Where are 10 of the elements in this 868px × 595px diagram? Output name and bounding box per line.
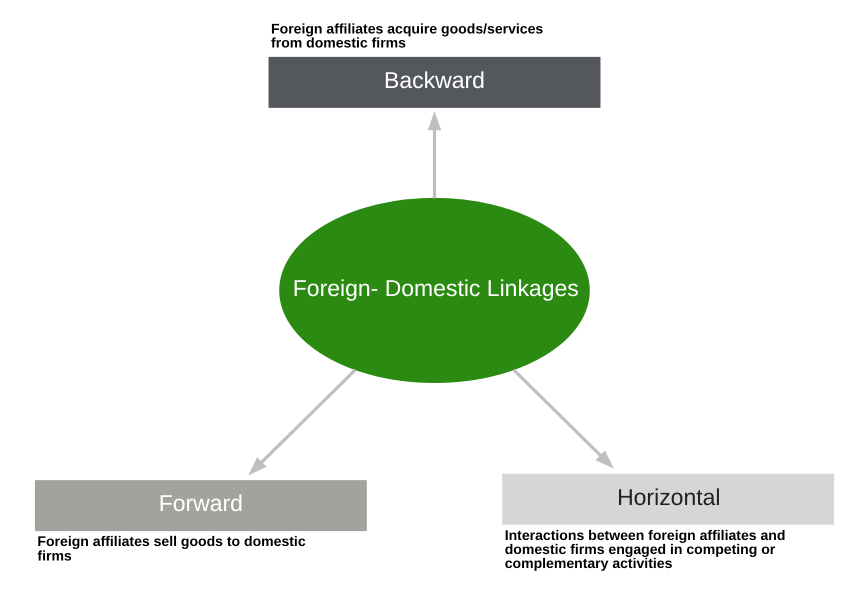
node-label: Foreign affiliates acquire goods/services from domestic firms: [270, 20, 543, 51]
node-ellipse: Foreign- Domestic Linkages: [278, 198, 590, 384]
node-box: Backward: [268, 56, 600, 108]
arrow: [512, 368, 614, 469]
arrow: [248, 368, 356, 476]
node-box: Forward: [34, 480, 366, 532]
node-label: Foreign affiliates sell goods to domestic firms: [36, 533, 306, 564]
node-label: Interactions between foreign affiliates and domestic firms engaged in competing or complementary activities: [504, 526, 785, 571]
arrow: [427, 111, 441, 198]
node-box: Horizontal: [502, 474, 834, 525]
